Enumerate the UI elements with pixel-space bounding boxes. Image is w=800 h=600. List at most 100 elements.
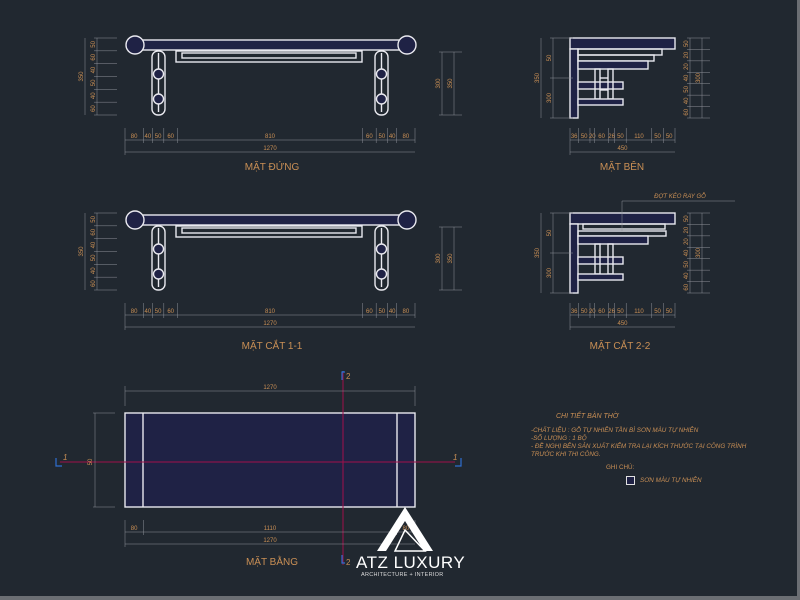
plan-top-total: 1270 — [263, 385, 277, 391]
note-line-3: - ĐỀ NGHỊ BÊN SẢN XUẤT KIỂM TRA LẠI KÍCH… — [531, 443, 747, 450]
front-right-vdim-label: 300 — [436, 78, 442, 89]
front-left-vdim-label: 50 — [91, 40, 97, 47]
logo-mark — [377, 507, 433, 552]
section-2-left-vdim-label: 50 — [547, 229, 553, 236]
section-2-left-vdim-total: 350 — [535, 247, 541, 258]
title-plan: MẶT BẰNG — [246, 555, 298, 568]
legend-item: SƠN MÀU TỰ NHIÊN — [640, 477, 702, 484]
side-left-vdim-total: 350 — [535, 72, 541, 83]
side-right-vdim-label: 60 — [684, 108, 690, 115]
section-2-2 — [569, 200, 735, 294]
section-1-right-vdim-total: 350 — [448, 253, 454, 264]
side-right-vdim-label: 20 — [684, 51, 690, 58]
section-2-right-vdim-total: 300 — [696, 247, 702, 258]
side-right-vdim-total: 300 — [696, 72, 702, 83]
front-dim-label: 50 — [155, 134, 162, 140]
side-right-vdim-label: 20 — [684, 63, 690, 70]
side-dim-label: 20 — [589, 134, 596, 140]
plan-dim-total: 1270 — [263, 538, 277, 544]
section-2-dim-label: 20 — [589, 309, 596, 315]
front-right-vdim-total: 350 — [448, 78, 454, 89]
section-1-right-vdim-label: 300 — [436, 253, 442, 264]
section-2-right-vdim-label: 20 — [684, 226, 690, 233]
side-dim-label: 36 — [571, 134, 578, 140]
section-1-dim-label: 40 — [389, 309, 396, 315]
title-section-1: MẶT CẮT 1-1 — [242, 339, 303, 352]
front-left-vdim-total: 350 — [79, 71, 85, 82]
plan-depth: 50 — [88, 458, 94, 465]
front-elevation — [125, 35, 417, 116]
section-2-dim-label: 50 — [581, 309, 588, 315]
section-1-left-vdim-label: 40 — [91, 241, 97, 248]
title-front: MẶT ĐỨNG — [245, 160, 300, 173]
section-1-dim-label: 810 — [265, 309, 276, 315]
front-dim-label: 80 — [403, 134, 410, 140]
section-1-dim-label: 50 — [155, 309, 162, 315]
section-2-right-vdim-label: 20 — [684, 238, 690, 245]
front-dim-label: 60 — [366, 134, 373, 140]
section-2-right-vdim-label: 40 — [684, 272, 690, 279]
section-1-dim-total: 1270 — [263, 321, 277, 327]
side-dim-total: 450 — [617, 146, 628, 152]
plan-dim-label: 80 — [131, 526, 138, 532]
side-right-vdim-label: 50 — [684, 40, 690, 47]
side-left-vdim-label: 300 — [547, 92, 553, 103]
front-dim-label: 810 — [265, 134, 276, 140]
section-2-right-vdim-label: 60 — [684, 283, 690, 290]
plan-dim-label: 80 — [403, 526, 410, 532]
section-2-dim-total: 450 — [617, 321, 628, 327]
section-mark-1-right: 1 — [453, 453, 457, 462]
side-right-vdim-label: 50 — [684, 85, 690, 92]
note-line-2: -SỐ LƯỢNG : 1 BỘ — [531, 435, 587, 442]
front-dim-label: 40 — [144, 134, 151, 140]
section-2-dim-label: 110 — [634, 309, 644, 315]
title-section-2: MẶT CẮT 2-2 — [590, 339, 651, 352]
logo-name: ATZ LUXURY — [356, 553, 466, 572]
front-left-vdim-label: 60 — [91, 53, 97, 60]
front-left-vdim-label: 40 — [91, 66, 97, 73]
section-2-right-vdim-label: 40 — [684, 249, 690, 256]
section-2-right-vdim-label: 50 — [684, 260, 690, 267]
title-side: MẶT BÊN — [600, 160, 644, 173]
legend-title: GHI CHÚ: — [606, 464, 635, 471]
section-1-dim-label: 60 — [366, 309, 373, 315]
section-1-left-vdim-label: 60 — [91, 228, 97, 235]
section-2-dim-label: 50 — [654, 309, 661, 315]
note-line-4: TRƯỚC KHI THI CÔNG. — [531, 451, 601, 458]
front-dim-label: 60 — [167, 134, 174, 140]
section-2-dim-label: 36 — [571, 309, 578, 315]
front-dim-label: 40 — [389, 134, 396, 140]
section-1-dim-label: 80 — [131, 309, 138, 315]
front-left-vdim-label: 40 — [91, 92, 97, 99]
section-1-left-vdim-label: 50 — [91, 254, 97, 261]
side-dim-label: 26 — [608, 134, 615, 140]
front-left-vdim-label: 50 — [91, 79, 97, 86]
section-mark-2-bottom: 2 — [346, 558, 351, 567]
front-dim-label: 50 — [379, 134, 386, 140]
note-line-1: -CHẤT LIỆU : GỖ TỰ NHIÊN TẦN BÌ SƠN MÀU … — [531, 427, 699, 434]
section-1-left-vdim-label: 60 — [91, 280, 97, 287]
section-2-left-vdim-label: 300 — [547, 267, 553, 278]
front-dim-label: 80 — [131, 134, 138, 140]
side-dim-label: 110 — [634, 134, 644, 140]
front-dim-total: 1270 — [263, 146, 277, 152]
section-1-dim-label: 50 — [379, 309, 386, 315]
legend-swatch — [626, 476, 635, 485]
notes-title: CHI TIẾT BÀN THỜ — [556, 413, 619, 420]
plan-view: 1 1 2 2 1270 50 — [55, 371, 462, 567]
side-dim-label: 60 — [598, 134, 605, 140]
window-right-border — [797, 0, 800, 600]
section-2-dim-label: 60 — [598, 309, 605, 315]
window-bottom-border — [0, 596, 800, 600]
side-dim-label: 50 — [617, 134, 624, 140]
side-left-vdim-label: 50 — [547, 54, 553, 61]
section-2-right-vdim-label: 50 — [684, 215, 690, 222]
section-1-left-vdim-label: 50 — [91, 215, 97, 222]
scroll-end-left — [125, 35, 145, 55]
section-1-dim-label: 80 — [403, 309, 410, 315]
side-right-vdim-label: 40 — [684, 74, 690, 81]
annotation-rail: ĐỢT KÉO RAY GỖ — [654, 193, 706, 200]
section-1-dim-label: 40 — [144, 309, 151, 315]
